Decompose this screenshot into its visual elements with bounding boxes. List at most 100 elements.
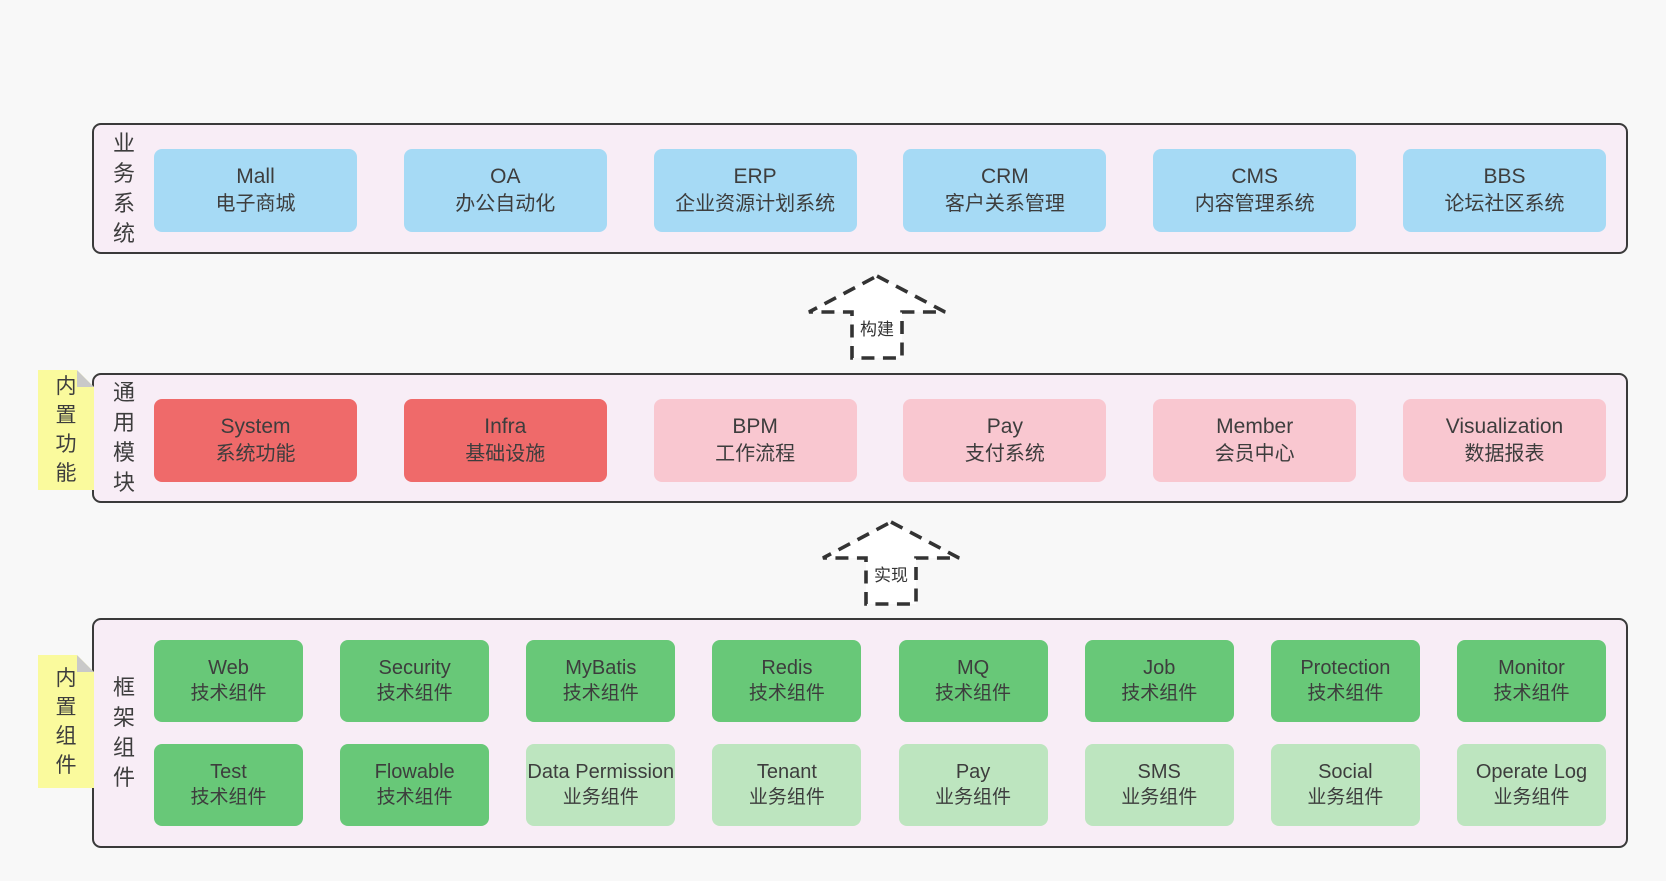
box-subtitle: 技术组件: [748, 683, 825, 704]
box-title: Web: [208, 657, 249, 679]
box-subtitle: 技术组件: [935, 683, 1012, 704]
box-title: Social: [1318, 761, 1373, 783]
box-title: Data Permission: [527, 761, 675, 783]
components-row-1: Web 技术组件 Security 技术组件 MyBatis 技术组件 Redi…: [154, 640, 1606, 722]
build-arrow-label: 构建: [806, 315, 948, 340]
box-subtitle: 技术组件: [1307, 683, 1384, 704]
sticky-note-builtin-components: 内置组件: [38, 655, 94, 788]
box-crm: CRM 客户关系管理: [903, 149, 1107, 232]
band-components-label: 框架组件: [112, 675, 135, 790]
box-title: Monitor: [1498, 657, 1565, 679]
box-subtitle: 技术组件: [190, 683, 267, 704]
box-title: Member: [1216, 415, 1294, 438]
implement-arrow-label: 实现: [820, 561, 962, 586]
box-redis: Redis 技术组件: [712, 640, 862, 722]
band-business-systems: 业务系统 Mall 电子商城 OA 办公自动化 ERP 企业资源计划系统 CRM…: [92, 123, 1628, 254]
box-subtitle: 论坛社区系统: [1444, 193, 1565, 215]
box-mall: Mall 电子商城: [154, 149, 357, 232]
box-bbs: BBS 论坛社区系统: [1402, 149, 1606, 232]
box-title: BPM: [732, 415, 778, 438]
box-subtitle: 支付系统: [964, 443, 1045, 465]
band-framework-components: 框架组件 Web 技术组件 Security 技术组件 MyBatis 技术组件…: [92, 618, 1628, 848]
box-title: OA: [490, 165, 521, 188]
band-modules-label-wrap: 通用模块: [94, 375, 154, 501]
box-subtitle: 技术组件: [1493, 683, 1570, 704]
box-cms: CMS 内容管理系统: [1153, 149, 1357, 232]
box-title: CMS: [1231, 165, 1279, 188]
band-common-modules: 通用模块 System 系统功能 Infra 基础设施 BPM 工作流程 Pay…: [92, 373, 1628, 503]
box-monitor: Monitor 技术组件: [1456, 640, 1606, 722]
box-title: BBS: [1483, 165, 1526, 188]
up-arrow-dashed-icon: [822, 520, 960, 606]
box-title: CRM: [980, 165, 1029, 188]
box-title: Redis: [761, 657, 813, 679]
box-mq: MQ 技术组件: [898, 640, 1048, 722]
build-arrow: 构建: [806, 274, 948, 360]
band-business-label: 业务系统: [112, 130, 135, 246]
components-row-2: Test 技术组件 Flowable 技术组件 Data Permission …: [154, 744, 1606, 826]
box-subtitle: 业务组件: [1307, 787, 1384, 808]
implement-arrow: 实现: [820, 520, 962, 606]
box-title: Infra: [484, 415, 527, 438]
box-title: Pay: [986, 415, 1023, 438]
box-subtitle: 技术组件: [1121, 683, 1198, 704]
box-subtitle: 工作流程: [715, 443, 796, 465]
box-title: Protection: [1300, 657, 1391, 679]
box-title: MyBatis: [565, 657, 637, 679]
box-title: Security: [378, 657, 451, 679]
box-title: SMS: [1137, 761, 1181, 783]
box-subtitle: 业务组件: [935, 787, 1012, 808]
box-title: Tenant: [756, 761, 817, 783]
box-job: Job 技术组件: [1084, 640, 1234, 722]
box-title: MQ: [956, 657, 990, 679]
sticky-note-label: 内置功能: [55, 375, 77, 485]
box-visualization: Visualization 数据报表: [1402, 399, 1606, 482]
box-title: Operate Log: [1475, 761, 1588, 783]
box-mybatis: MyBatis 技术组件: [526, 640, 676, 722]
box-oa: OA 办公自动化: [403, 149, 607, 232]
box-test: Test 技术组件: [154, 744, 303, 826]
box-subtitle: 业务组件: [748, 787, 825, 808]
band-business-label-wrap: 业务系统: [94, 125, 154, 252]
box-subtitle: 系统功能: [215, 443, 296, 465]
box-subtitle: 内容管理系统: [1194, 193, 1315, 215]
box-subtitle: 技术组件: [376, 683, 453, 704]
sticky-note-builtin-features: 内置功能: [38, 370, 94, 490]
box-title: ERP: [733, 165, 777, 188]
box-title: System: [220, 415, 291, 438]
box-subtitle: 企业资源计划系统: [675, 193, 836, 215]
sticky-note-label: 内置组件: [55, 666, 77, 777]
box-title: Pay: [955, 761, 991, 783]
business-boxes-row: Mall 电子商城 OA 办公自动化 ERP 企业资源计划系统 CRM 客户关系…: [154, 149, 1606, 232]
box-social: Social 业务组件: [1270, 744, 1420, 826]
up-arrow-dashed-icon: [808, 274, 946, 360]
box-infra: Infra 基础设施: [403, 399, 607, 482]
box-subtitle: 客户关系管理: [944, 193, 1065, 215]
box-subtitle: 技术组件: [190, 787, 267, 808]
band-components-label-wrap: 框架组件: [94, 620, 154, 846]
box-tenant: Tenant 业务组件: [712, 744, 862, 826]
box-security: Security 技术组件: [340, 640, 490, 722]
box-title: Visualization: [1445, 415, 1564, 438]
box-subtitle: 办公自动化: [455, 193, 556, 215]
box-subtitle: 技术组件: [562, 683, 639, 704]
band-modules-label: 通用模块: [112, 380, 135, 495]
box-pay-component: Pay 业务组件: [898, 744, 1048, 826]
box-system: System 系统功能: [154, 399, 357, 482]
box-title: Test: [210, 761, 247, 783]
box-subtitle: 会员中心: [1214, 443, 1295, 465]
box-title: Job: [1143, 657, 1176, 679]
box-bpm: BPM 工作流程: [653, 399, 857, 482]
box-subtitle: 业务组件: [1121, 787, 1198, 808]
box-subtitle: 业务组件: [1493, 787, 1570, 808]
box-web: Web 技术组件: [154, 640, 303, 722]
box-title: Mall: [236, 165, 275, 188]
box-subtitle: 数据报表: [1464, 443, 1545, 465]
box-subtitle: 基础设施: [465, 443, 546, 465]
box-pay-system: Pay 支付系统: [903, 399, 1107, 482]
box-subtitle: 技术组件: [376, 787, 453, 808]
box-title: Flowable: [374, 761, 455, 783]
box-erp: ERP 企业资源计划系统: [653, 149, 857, 232]
box-subtitle: 电子商城: [215, 193, 296, 215]
